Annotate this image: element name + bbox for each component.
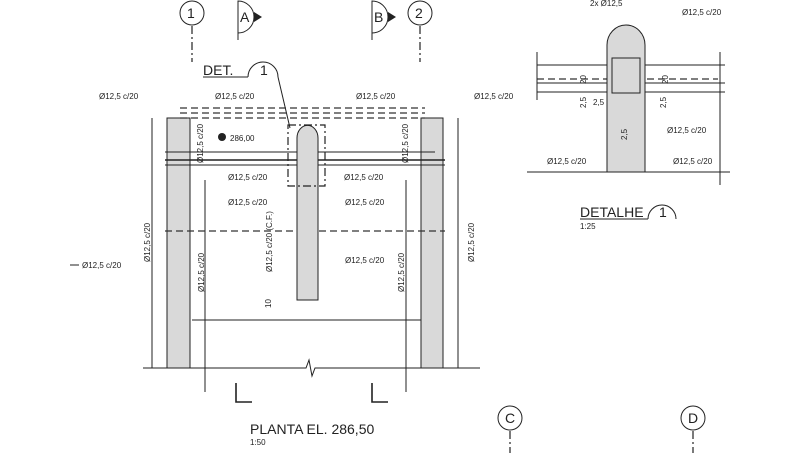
svg-text:A: A — [240, 9, 250, 25]
svg-text:Ø12,5 c/20: Ø12,5 c/20 — [197, 252, 206, 292]
svg-text:Ø12,5 c/20: Ø12,5 c/20 — [474, 92, 514, 101]
svg-text:Ø12,5 c/20: Ø12,5 c/20 — [228, 173, 268, 182]
grid-bubble-2: 2 — [407, 0, 433, 62]
svg-text:DET.: DET. — [203, 62, 233, 78]
detail-view: 2x Ø12,5 Ø12,5 c/20 Ø12,5 c/20 Ø12,5 c/2… — [527, 0, 730, 231]
svg-text:Ø12,5 c/20: Ø12,5 c/20 — [215, 92, 255, 101]
grid-bubble-d: D — [680, 405, 706, 453]
svg-text:B: B — [374, 9, 383, 25]
svg-text:2: 2 — [415, 5, 423, 21]
svg-text:Ø12,5 c/20: Ø12,5 c/20 — [467, 222, 476, 262]
plan-view: 286,00 Ø12,5 c/20 Ø12,5 c/20 Ø12,5 c/20 … — [70, 92, 514, 447]
svg-text:20: 20 — [661, 75, 670, 84]
svg-text:Ø12,5 c/20: Ø12,5 c/20 — [344, 173, 384, 182]
plan-title: PLANTA EL. 286,50 — [250, 421, 374, 437]
svg-text:Ø12,5 c/20 (C.F.): Ø12,5 c/20 (C.F.) — [265, 211, 274, 272]
rebar-labels: Ø12,5 c/20 Ø12,5 c/20 Ø12,5 c/20 Ø12,5 c… — [70, 92, 514, 308]
svg-text:Ø12,5 c/20: Ø12,5 c/20 — [397, 252, 406, 292]
grid-bubble-c: C — [497, 405, 523, 453]
svg-text:Ø12,5 c/20: Ø12,5 c/20 — [356, 92, 396, 101]
svg-text:Ø12,5 c/20: Ø12,5 c/20 — [99, 92, 139, 101]
svg-text:Ø12,5 c/20: Ø12,5 c/20 — [196, 123, 205, 163]
svg-text:2,5: 2,5 — [620, 128, 629, 140]
svg-text:Ø12,5 c/20: Ø12,5 c/20 — [667, 126, 707, 135]
svg-text:D: D — [688, 410, 698, 426]
svg-text:2x Ø12,5: 2x Ø12,5 — [590, 0, 623, 8]
svg-text:1: 1 — [659, 204, 667, 220]
elevation-mark: 286,00 — [230, 134, 255, 143]
svg-text:Ø12,5 c/20: Ø12,5 c/20 — [82, 261, 122, 270]
svg-text:Ø12,5 c/20: Ø12,5 c/20 — [345, 256, 385, 265]
svg-text:Ø12,5 c/20: Ø12,5 c/20 — [682, 8, 722, 17]
svg-text:Ø12,5 c/20: Ø12,5 c/20 — [228, 198, 268, 207]
section-marker-a: A — [237, 0, 262, 40]
svg-text:Ø12,5 c/20: Ø12,5 c/20 — [547, 157, 587, 166]
svg-text:2,5: 2,5 — [659, 96, 668, 108]
svg-text:C: C — [505, 410, 515, 426]
svg-text:20: 20 — [579, 75, 588, 84]
svg-text:Ø12,5 c/20: Ø12,5 c/20 — [143, 222, 152, 262]
plan-scale: 1:50 — [250, 438, 266, 447]
svg-text:Ø12,5 c/20: Ø12,5 c/20 — [401, 123, 410, 163]
svg-text:2,5: 2,5 — [579, 96, 588, 108]
detail-scale: 1:25 — [580, 222, 596, 231]
svg-text:1: 1 — [187, 5, 195, 21]
grid-bubble-1: 1 — [179, 0, 205, 62]
svg-text:2,5: 2,5 — [593, 98, 605, 107]
svg-text:1: 1 — [260, 62, 268, 78]
svg-text:Ø12,5 c/20: Ø12,5 c/20 — [673, 157, 713, 166]
detail-title: DETALHE — [580, 204, 644, 220]
section-marker-b: B — [371, 0, 396, 40]
svg-text:10: 10 — [264, 299, 273, 308]
svg-text:Ø12,5 c/20: Ø12,5 c/20 — [345, 198, 385, 207]
detail-callout: DET. 1 — [203, 61, 291, 129]
